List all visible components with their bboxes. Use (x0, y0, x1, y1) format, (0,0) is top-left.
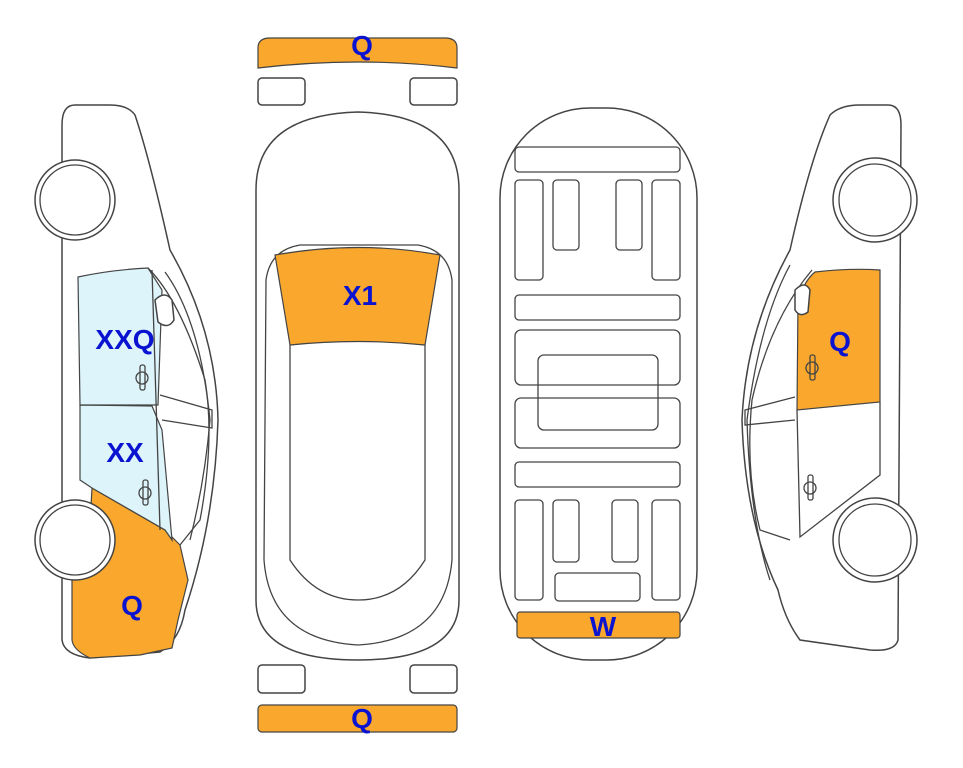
left-rear-door-label: XX (106, 437, 144, 468)
windshield-label: X1 (342, 280, 378, 311)
top-view (255, 37, 460, 733)
windshield[interactable] (274, 246, 441, 346)
left-side-view (34, 104, 219, 659)
left-front-wheel[interactable] (34, 159, 116, 241)
left-front-door-label: XXQ (95, 324, 155, 355)
right-side-view (741, 104, 918, 652)
left-rear-quarter-label: Q (121, 590, 143, 621)
front-bumper-label: Q (351, 30, 373, 61)
underbody-view (499, 107, 698, 661)
right-rear-wheel[interactable] (832, 497, 918, 583)
left-front-door[interactable] (77, 267, 163, 406)
underbody-rear-label: W (589, 611, 617, 642)
left-rear-door[interactable] (79, 404, 173, 543)
right-front-door-label: Q (829, 326, 851, 357)
left-rear-wheel[interactable] (34, 499, 116, 581)
underbody-rear-panel[interactable] (516, 611, 681, 639)
rear-bumper-label: Q (351, 703, 373, 734)
front-bumper[interactable] (257, 37, 458, 69)
rear-bumper[interactable] (257, 704, 458, 733)
right-front-wheel[interactable] (832, 157, 918, 243)
